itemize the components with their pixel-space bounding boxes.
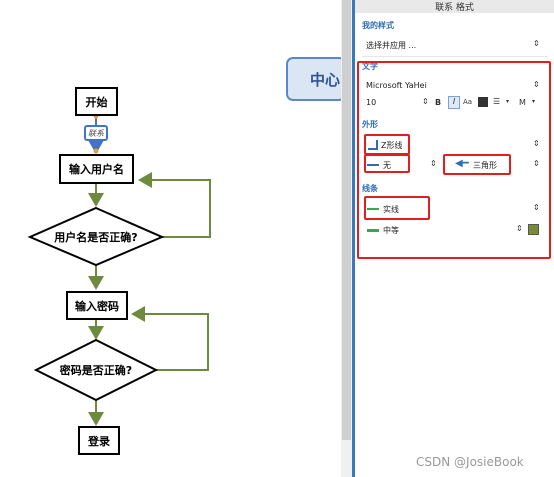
thickness-line-icon [367, 229, 379, 232]
line-pattern-select[interactable]: 实线 [383, 205, 399, 214]
highlight-line-pattern [364, 196, 430, 220]
text-heading: 文字 [362, 62, 378, 71]
align-button[interactable]: ☰ [493, 97, 501, 106]
watermark: CSDN @JosieBook [416, 455, 524, 469]
weight-dropdown-icon[interactable]: ▾ [532, 98, 536, 105]
line-thickness-dropdown-icon[interactable]: ⇕ [516, 224, 523, 233]
canvas-scrollbar-thumb[interactable] [342, 0, 351, 440]
format-panel [352, 0, 554, 477]
check-password-node[interactable]: 密码是否正确? [59, 364, 133, 377]
italic-button[interactable]: I [448, 96, 460, 109]
solid-line-icon [367, 208, 379, 210]
end-arrow-icon: ◀━ [455, 158, 469, 169]
flowchart-connectors [27, 113, 211, 426]
end-arrow-select[interactable]: 三角形 [473, 161, 497, 170]
bold-button[interactable]: B [435, 98, 442, 107]
line-shape-dropdown-icon[interactable]: ⇕ [533, 139, 540, 148]
line-thickness-select[interactable]: 中等 [383, 226, 399, 235]
font-dropdown-icon[interactable]: ⇕ [533, 80, 540, 89]
line-heading: 线条 [362, 184, 378, 193]
style-dropdown-icon[interactable]: ⇕ [533, 39, 540, 48]
text-case-button[interactable]: Aa [463, 98, 473, 106]
font-size-stepper-icon[interactable]: ⇕ [422, 97, 429, 106]
end-arrow-dropdown-icon[interactable]: ⇕ [533, 159, 540, 168]
align-dropdown-icon[interactable]: ▾ [506, 98, 510, 105]
central-topic[interactable]: 中心 [286, 57, 346, 101]
panel-title: 联系 格式 [355, 0, 554, 13]
start-arrow-dropdown-icon[interactable]: ⇕ [430, 159, 437, 168]
input-username-node[interactable]: 输入用户名 [59, 154, 134, 184]
my-styles-heading: 我的样式 [362, 21, 394, 30]
login-node[interactable]: 登录 [78, 426, 120, 455]
highlight-line-shape [364, 134, 410, 155]
start-arrow-line-icon [367, 164, 379, 166]
connector-label[interactable]: 联系 [84, 125, 108, 141]
style-select[interactable]: 选择并应用 ... [366, 41, 417, 50]
start-arrow-select[interactable]: 无 [383, 161, 391, 170]
divider [362, 56, 548, 57]
input-password-node[interactable]: 输入密码 [66, 291, 128, 320]
highlight-start-arrow [364, 154, 410, 173]
check-username-node[interactable]: 用户名是否正确? [54, 231, 138, 244]
font-select[interactable]: Microsoft YaHei [366, 81, 427, 90]
line-color-swatch[interactable] [528, 224, 539, 235]
font-size-field[interactable]: 10 [366, 98, 377, 107]
highlight-text-shape-line-section [357, 61, 551, 259]
text-color-swatch[interactable] [478, 97, 488, 107]
line-shape-select[interactable]: Z形线 [381, 141, 403, 150]
start-node[interactable]: 开始 [75, 87, 118, 116]
mindmap-canvas[interactable]: 开始 联系 输入用户名 用户名是否正确? 输入密码 密码是否正确? 登录 中心 [0, 0, 346, 477]
shape-heading: 外形 [362, 120, 378, 129]
weight-button[interactable]: M [519, 98, 526, 107]
line-pattern-dropdown-icon[interactable]: ⇕ [533, 203, 540, 212]
highlight-end-arrow [443, 154, 511, 175]
